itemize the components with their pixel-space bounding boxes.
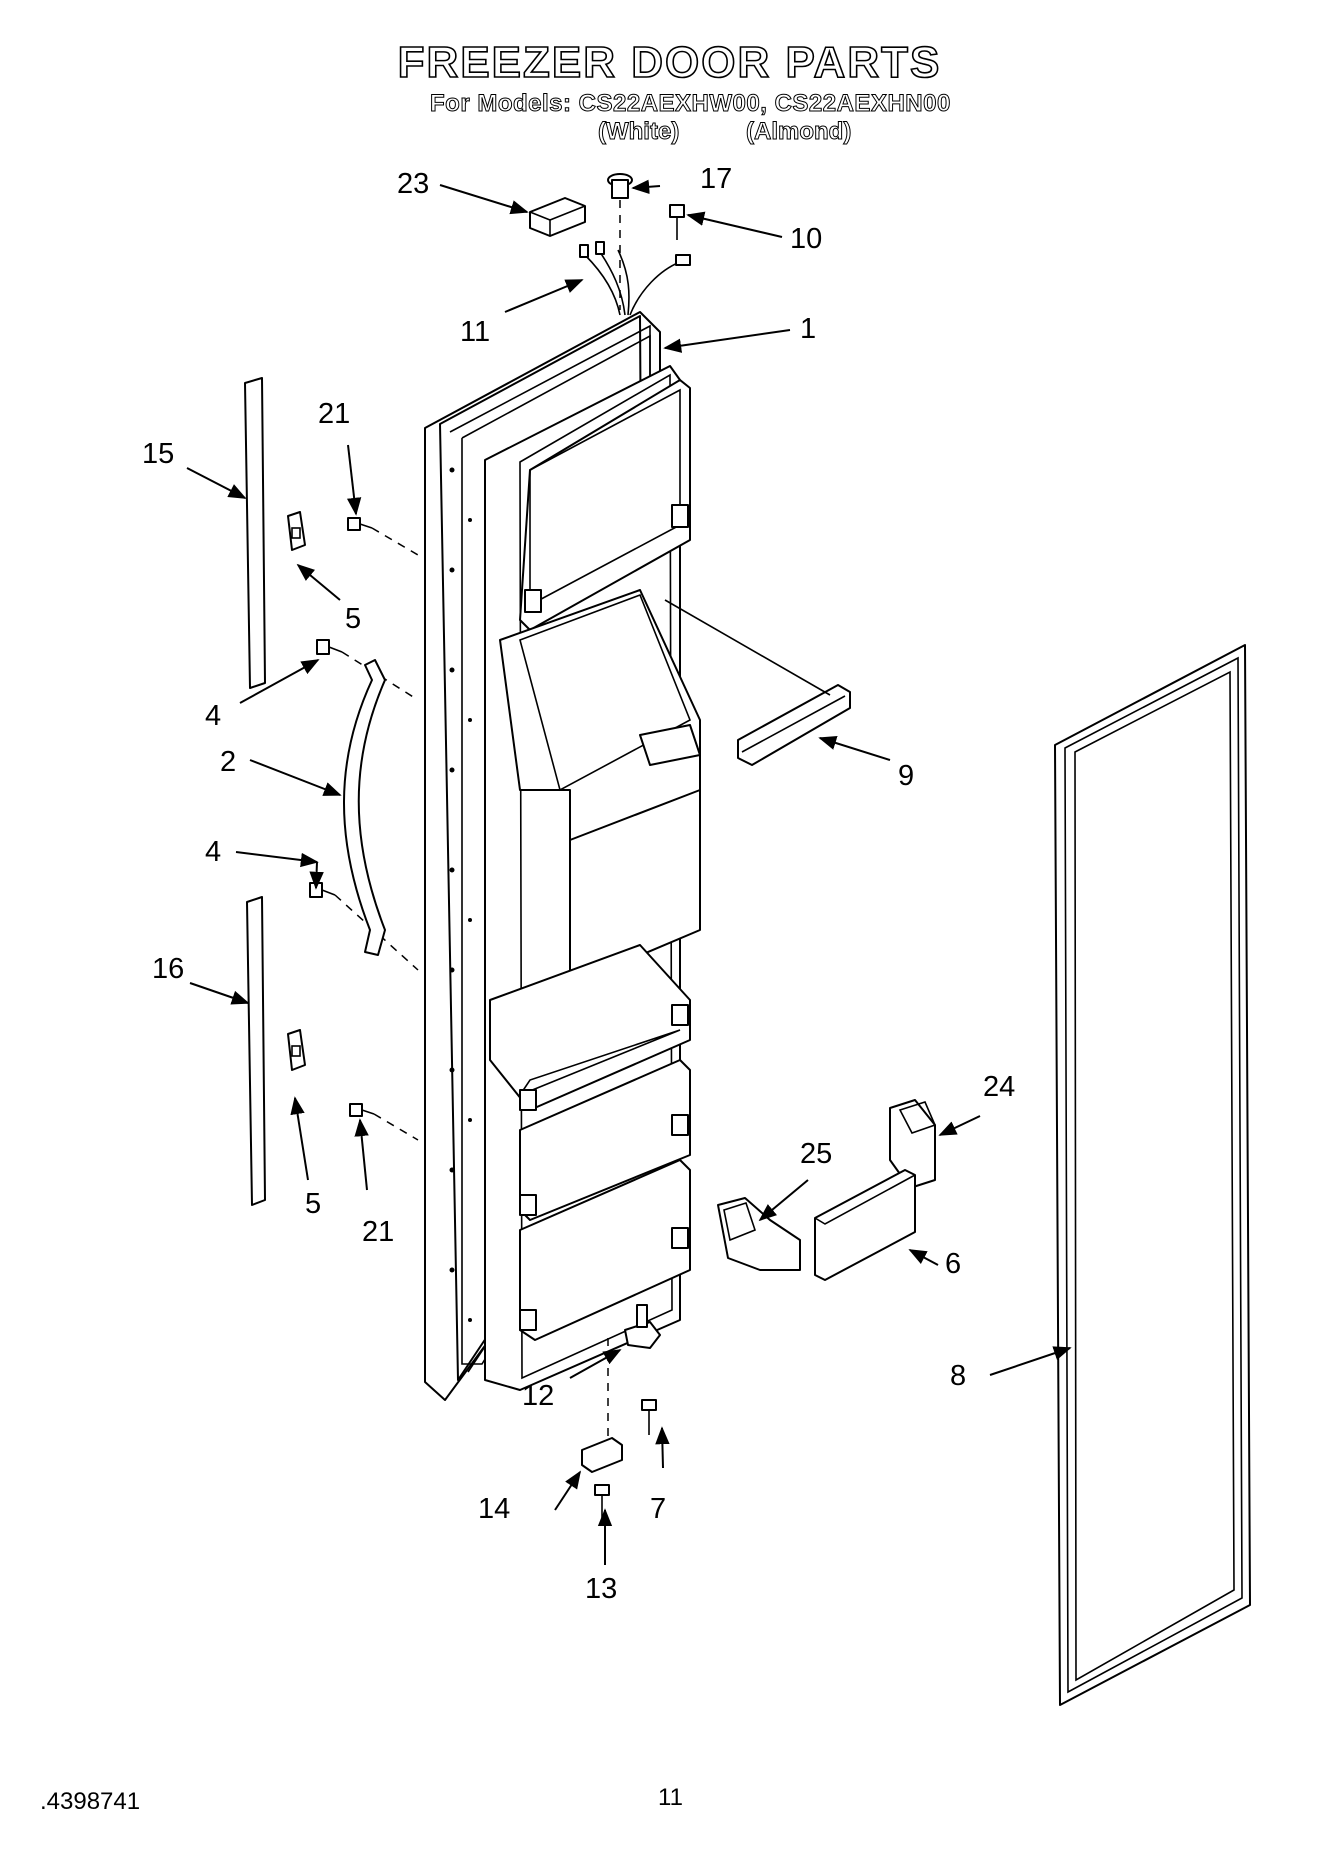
callout-4-lower: 4 [205, 836, 222, 868]
screw-13-part [594, 1484, 610, 1520]
callout-21-upper: 21 [318, 398, 351, 430]
callout-24: 24 [983, 1071, 1016, 1103]
callout-5-upper: 5 [345, 603, 362, 635]
hinge-12-part [607, 1304, 661, 1450]
callout-5-lower: 5 [305, 1188, 322, 1220]
door-gasket-8-part [1054, 644, 1251, 1706]
plug-17-part [607, 173, 633, 310]
freezer-door-part [424, 311, 701, 1401]
model-numbers: For Models: CS22AEXHW00, CS22AEXHN00 [430, 90, 951, 118]
callout-16: 16 [152, 953, 185, 985]
callout-12: 12 [522, 1380, 555, 1412]
callout-11: 11 [460, 316, 491, 348]
cover-25-part [717, 1197, 801, 1271]
variant-white-label: (White) [597, 118, 680, 146]
callout-21-lower: 21 [362, 1216, 395, 1248]
callout-9: 9 [898, 760, 915, 792]
document-number: .4398741 [40, 1788, 141, 1815]
callout-leaders [186, 179, 1072, 1565]
trim-strip-16-part [246, 896, 266, 1206]
callout-7: 7 [650, 1493, 667, 1525]
page-number: 11 [658, 1784, 683, 1811]
callout-1: 1 [800, 313, 817, 345]
callout-2: 2 [220, 746, 237, 778]
bracket-9-part [664, 599, 851, 766]
callout-10: 10 [790, 223, 823, 255]
screw-10-part [669, 204, 685, 240]
callout-17: 17 [700, 163, 733, 195]
callout-8: 8 [950, 1360, 967, 1392]
screw-21-lower-part [349, 1103, 419, 1141]
trim-6-part [814, 1169, 916, 1281]
callout-13: 13 [585, 1573, 618, 1605]
clip-5-lower-part [287, 1029, 306, 1071]
hinge-bracket-14-part [581, 1437, 623, 1473]
screw-4-upper-part [316, 639, 419, 701]
clip-5-upper-part [287, 511, 306, 551]
screw-21-upper-part [347, 517, 419, 556]
wire-harness-part [579, 241, 691, 316]
cover-24-part [889, 1099, 937, 1189]
callout-15: 15 [142, 438, 175, 470]
variant-almond-label: (Almond) [745, 118, 852, 146]
page-title: FREEZER DOOR PARTS [397, 37, 942, 88]
callout-23: 23 [397, 168, 430, 200]
callout-4-upper: 4 [205, 700, 222, 732]
callout-14: 14 [478, 1493, 511, 1525]
handle-2-part [343, 659, 386, 956]
connector-23-part [529, 197, 586, 237]
trim-strip-15-part [244, 377, 266, 689]
callout-25: 25 [800, 1138, 833, 1170]
screw-7-part [641, 1399, 657, 1435]
callout-6: 6 [945, 1248, 962, 1280]
